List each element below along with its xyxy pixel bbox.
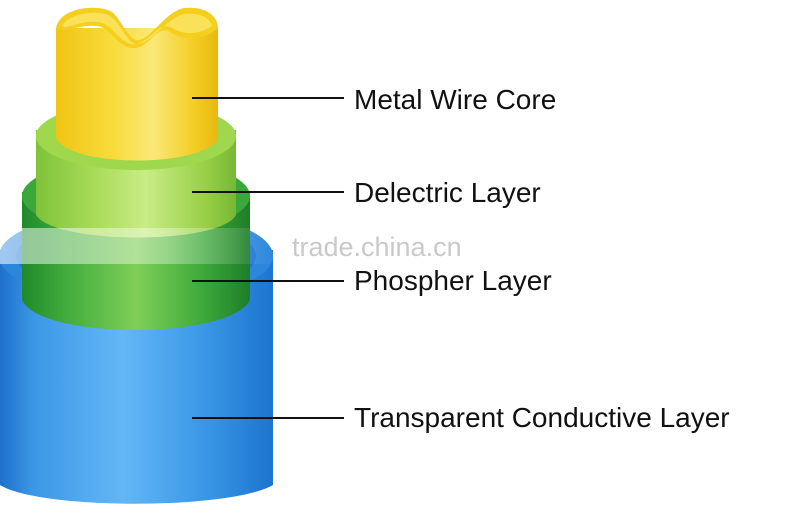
label-dielectric-layer: Delectric Layer [354,177,541,208]
label-transparent-conductive-layer: Transparent Conductive Layer [354,402,730,433]
watermark-text: trade.china.cn [292,232,462,262]
watermark-band [0,228,280,264]
watermark: trade.china.cn [0,228,800,264]
label-phosphor-layer: Phospher Layer [354,265,552,296]
leader-lines [192,97,344,419]
metal-core-shape [56,7,218,161]
label-metal-wire-core: Metal Wire Core [354,84,557,115]
